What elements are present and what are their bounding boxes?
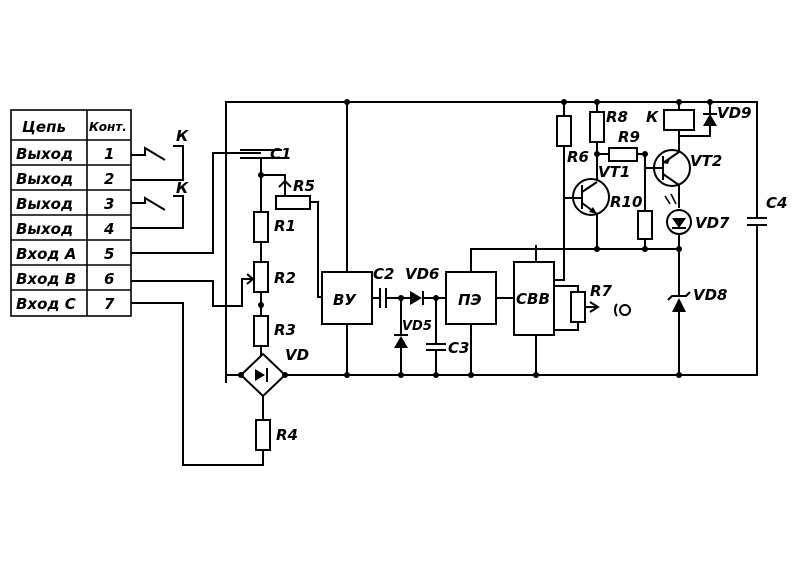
relay-contact-k1: К <box>131 127 189 181</box>
table-row-name: Выход <box>16 195 73 213</box>
resistor-r5: R5 <box>261 174 315 210</box>
svg-text:R2: R2 <box>274 269 296 287</box>
table-row-name: Выход <box>16 145 73 163</box>
sensor-icon <box>614 303 631 317</box>
diode-vd6: VD6 <box>405 265 440 305</box>
capacitor-c2: С2 <box>373 265 394 308</box>
resistor-r1: R1 <box>253 211 296 243</box>
diode-bridge-vd: VD <box>239 346 309 398</box>
svg-text:VD6: VD6 <box>405 265 440 283</box>
table-row-num: 3 <box>104 195 114 213</box>
svg-text:R5: R5 <box>293 177 315 195</box>
svg-text:ВУ: ВУ <box>333 291 357 309</box>
table-row-name: Вход А <box>16 245 76 263</box>
block-vu: ВУ <box>321 271 373 325</box>
svg-text:С3: С3 <box>448 339 469 357</box>
block-pe: ПЭ <box>445 271 497 325</box>
svg-text:R6: R6 <box>567 148 589 166</box>
r5-to-vu-wire <box>310 201 322 298</box>
svg-text:VT2: VT2 <box>690 152 722 170</box>
diode-vd9: VD9 <box>703 104 752 126</box>
svg-text:К: К <box>646 108 659 126</box>
table-row-name: Вход В <box>16 270 76 288</box>
table-row-num: 2 <box>104 170 114 188</box>
table-row-name: Вход С <box>16 295 76 313</box>
table-border <box>10 109 132 317</box>
svg-text:С1: С1 <box>270 145 291 163</box>
resistor-r6: R6 <box>556 115 589 166</box>
svg-text:К: К <box>176 179 189 197</box>
svg-text:VD8: VD8 <box>693 286 728 304</box>
svg-text:R9: R9 <box>618 128 640 146</box>
table-header-contact: Конт. <box>89 120 127 134</box>
connector-table: Цепь Конт. Выход 1 Выход 2 Выход 3 Выход… <box>10 109 132 317</box>
zener-diode-vd8: VD8 <box>667 286 728 312</box>
svg-text:VD5: VD5 <box>402 319 432 334</box>
table-row-num: 5 <box>104 245 114 263</box>
transistor-vt2: VT2 <box>645 149 722 187</box>
table-row-name: Выход <box>16 170 73 188</box>
top-rail <box>225 101 758 383</box>
svg-text:VT1: VT1 <box>598 163 630 181</box>
svg-text:С4: С4 <box>766 194 787 212</box>
svg-text:R7: R7 <box>590 282 613 300</box>
resistor-r4: R4 <box>255 419 298 451</box>
svg-text:ПЭ: ПЭ <box>458 291 482 309</box>
svg-text:R1: R1 <box>274 217 296 235</box>
svg-text:СВВ: СВВ <box>516 290 550 308</box>
svg-text:VD9: VD9 <box>717 104 752 122</box>
resistor-r3: R3 <box>253 315 296 347</box>
table-row-name: Выход <box>16 220 73 238</box>
pe-supply-wire <box>470 248 679 272</box>
resistor-r7: R7 <box>554 282 613 331</box>
input-b-wire <box>131 278 253 307</box>
diode-vd5: VD5 <box>394 319 432 348</box>
capacitor-c1: С1 <box>240 145 291 175</box>
table-row-num: 1 <box>104 145 114 163</box>
table-row-num: 4 <box>103 220 114 238</box>
relay-coil-k: К <box>646 108 695 131</box>
table-header-circuit: Цепь <box>22 118 66 136</box>
svg-text:R10: R10 <box>610 193 642 211</box>
led-vd7: VD7 <box>664 193 730 235</box>
svg-text:VD: VD <box>285 346 309 364</box>
input-c-wire <box>131 302 264 466</box>
svg-text:С2: С2 <box>373 265 394 283</box>
capacitor-c3: С3 <box>426 339 469 357</box>
svg-text:R3: R3 <box>274 321 296 339</box>
svg-text:R8: R8 <box>606 108 628 126</box>
table-row-num: 7 <box>104 295 115 313</box>
svg-text:VD7: VD7 <box>695 214 730 232</box>
resistor-r2: R2 <box>242 261 296 293</box>
svg-text:R4: R4 <box>276 426 298 444</box>
transistor-vt1: VT1 <box>564 163 630 216</box>
table-row-num: 6 <box>104 270 114 288</box>
relay-contact-k2: К <box>131 179 189 229</box>
resistor-r9: R9 <box>608 128 640 162</box>
svg-text:К: К <box>176 127 189 145</box>
block-svv: СВВ <box>513 261 555 336</box>
capacitor-c4: С4 <box>747 194 787 226</box>
input-a-wire <box>131 152 261 254</box>
